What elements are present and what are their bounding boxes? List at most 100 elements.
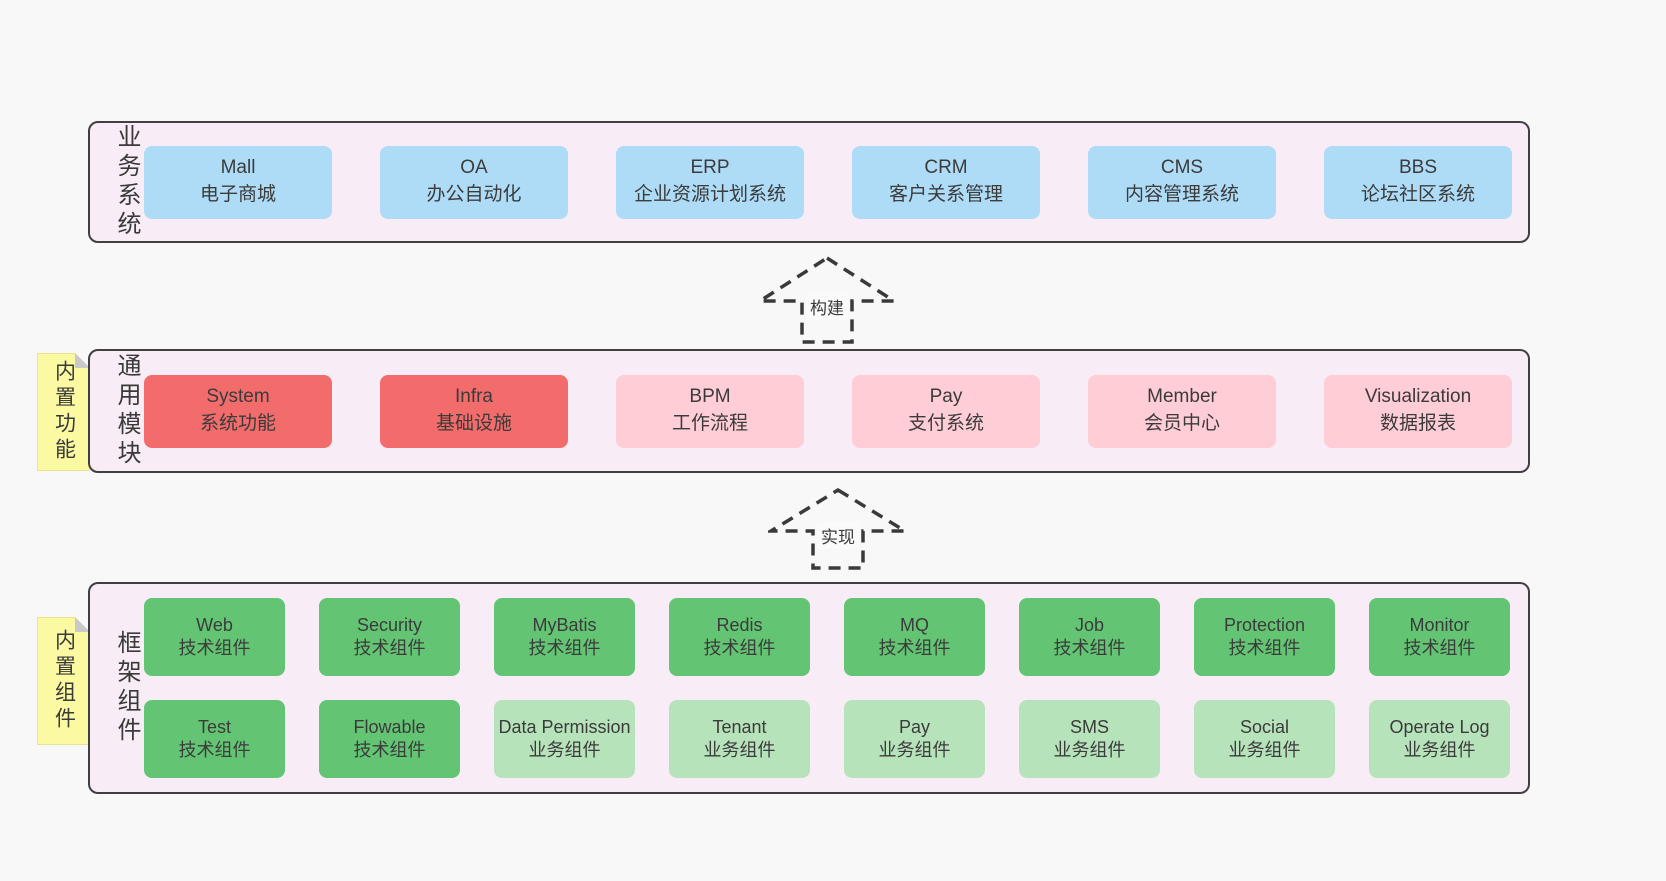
box-bbs: BBS 论坛社区系统 [1324,145,1512,219]
box-subtitle: 客户关系管理 [888,184,1003,205]
box-sms: SMS 业务组件 [1019,700,1160,778]
box-mall: Mall 电子商城 [144,145,332,219]
box-subtitle: 技术组件 [1403,638,1476,658]
box-title: Flowable [353,716,426,737]
box-system: System 系统功能 [144,374,332,448]
box-title: Infra [454,386,494,408]
box-title: Test [197,716,231,737]
box-title: ERP [690,157,730,179]
arrow-build-label: 构建 [806,292,848,320]
box-mybatis: MyBatis 技术组件 [494,598,635,676]
box-title: OA [460,157,488,179]
up-arrow-icon [768,487,908,570]
box-subtitle: 电子商城 [199,184,276,205]
box-title: BBS [1398,157,1438,179]
arrow-implement-label: 实现 [817,522,859,550]
framework-row-1: Web 技术组件 Security 技术组件 MyBatis 技术组件 Redi… [144,598,1528,676]
box-subtitle: 技术组件 [1053,638,1126,658]
box-pay: Pay 支付系统 [852,374,1040,448]
box-title: Monitor [1409,614,1470,635]
box-title: Protection [1223,614,1306,635]
box-pay-business: Pay 业务组件 [844,700,985,778]
box-member: Member 会员中心 [1088,374,1276,448]
up-arrow-implement: 实现 [768,487,908,571]
box-monitor: Monitor 技术组件 [1369,598,1510,676]
box-title: Mall [220,157,256,179]
layer-label-framework-components: 框架组件 [113,630,140,746]
framework-components-rows: Web 技术组件 Security 技术组件 MyBatis 技术组件 Redi… [144,598,1528,778]
box-crm: CRM 客户关系管理 [852,145,1040,219]
box-title: Member [1147,386,1217,408]
sticky-note-text: 内置功能 [52,360,76,464]
box-title: SMS [1069,716,1109,737]
business-systems-row: Mall 电子商城 OA 办公自动化 ERP 企业资源计划系统 CRM 客户关系… [144,145,1528,219]
box-mq: MQ 技术组件 [844,598,985,676]
box-title: Social [1239,716,1290,737]
box-subtitle: 业务组件 [1403,740,1476,760]
box-title: Pay [898,716,931,737]
layer-business-systems: 业务系统 Mall 电子商城 OA 办公自动化 ERP 企业资源计划系统 CRM… [88,121,1530,243]
box-oa: OA 办公自动化 [380,145,568,219]
box-redis: Redis 技术组件 [669,598,810,676]
box-subtitle: 技术组件 [353,638,426,658]
box-subtitle: 基础设施 [435,413,512,434]
box-cms: CMS 内容管理系统 [1088,145,1276,219]
box-subtitle: 数据报表 [1379,413,1456,434]
sticky-note-builtin-components: 内置组件 [37,617,90,745]
box-title: Pay [929,386,963,408]
box-subtitle: 技术组件 [703,638,776,658]
box-tenant: Tenant 业务组件 [669,700,810,778]
box-subtitle: 业务组件 [878,740,951,760]
box-title: Visualization [1364,386,1472,408]
box-subtitle: 办公自动化 [426,184,522,205]
box-subtitle: 内容管理系统 [1124,184,1239,205]
box-title: Security [356,614,423,635]
box-subtitle: 工作流程 [671,413,748,434]
box-subtitle: 企业资源计划系统 [633,184,786,205]
box-subtitle: 系统功能 [199,413,276,434]
box-bpm: BPM 工作流程 [616,374,804,448]
box-title: Web [196,614,233,635]
box-subtitle: 会员中心 [1143,413,1220,434]
box-subtitle: 支付系统 [907,413,984,434]
layer-common-modules: 通用模块 System 系统功能 Infra 基础设施 BPM 工作流程 Pay… [88,349,1530,473]
box-subtitle: 论坛社区系统 [1360,184,1475,205]
box-title: CRM [924,157,968,179]
box-title: Redis [716,614,763,635]
box-title: BPM [689,386,731,408]
box-subtitle: 技术组件 [528,638,601,658]
box-title: MQ [900,614,929,635]
box-infra: Infra 基础设施 [380,374,568,448]
box-title: Operate Log [1389,716,1490,737]
box-security: Security 技术组件 [319,598,460,676]
box-test: Test 技术组件 [144,700,285,778]
sticky-note-builtin-features: 内置功能 [37,353,90,471]
box-visualization: Visualization 数据报表 [1324,374,1512,448]
box-title: MyBatis [532,614,597,635]
up-arrow-build: 构建 [757,255,897,345]
box-flowable: Flowable 技术组件 [319,700,460,778]
layer-framework-components: 框架组件 Web 技术组件 Security 技术组件 MyBatis 技术组件… [88,582,1530,794]
layer-label-common-modules: 通用模块 [113,353,140,469]
box-job: Job 技术组件 [1019,598,1160,676]
box-web: Web 技术组件 [144,598,285,676]
box-subtitle: 技术组件 [178,638,251,658]
box-title: Job [1074,614,1105,635]
box-data-permission: Data Permission 业务组件 [494,700,635,778]
box-title: Data Permission [498,716,631,737]
box-subtitle: 技术组件 [1228,638,1301,658]
box-title: Tenant [712,716,767,737]
box-erp: ERP 企业资源计划系统 [616,145,804,219]
box-subtitle: 业务组件 [1053,740,1126,760]
framework-row-2: Test 技术组件 Flowable 技术组件 Data Permission … [144,700,1528,778]
box-operate-log: Operate Log 业务组件 [1369,700,1510,778]
box-subtitle: 业务组件 [528,740,601,760]
box-subtitle: 技术组件 [878,638,951,658]
box-protection: Protection 技术组件 [1194,598,1335,676]
box-subtitle: 技术组件 [353,740,426,760]
box-title: System [206,386,270,408]
box-subtitle: 技术组件 [178,740,251,760]
box-social: Social 业务组件 [1194,700,1335,778]
up-arrow-icon [757,255,897,344]
